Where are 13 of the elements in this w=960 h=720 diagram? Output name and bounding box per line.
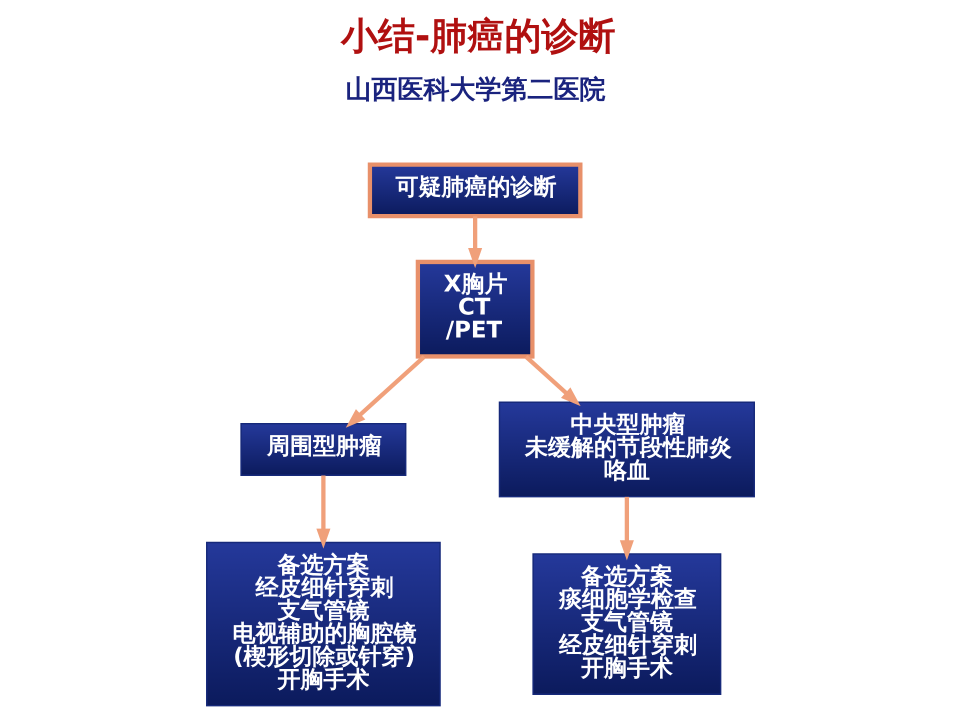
node-box: 备选方案 痰细胞学检查 支气管镜 经皮细针穿刺 开胸手术 (532, 553, 721, 695)
diagram-title: 小结-肺癌的诊断 (340, 13, 615, 58)
node-box: 周围型肿瘤 (240, 422, 406, 476)
arrow (316, 476, 330, 549)
node-box: X胸片 CT /PET (415, 260, 534, 359)
node-box: 可疑肺癌的诊断 (367, 162, 582, 218)
arrow (524, 355, 580, 406)
node-box: 备选方案 经皮细针穿刺 支气管镜 电视辅助的胸腔镜 (楔形切除或针穿) 开胸手术 (206, 542, 440, 706)
arrow (619, 496, 634, 560)
label: 山西医科大学第二医院 (345, 74, 606, 105)
node-box: 中央型肿瘤 未缓解的节段性肺炎 咯血 (498, 402, 754, 498)
arrow (345, 355, 426, 428)
arrow (468, 216, 482, 268)
